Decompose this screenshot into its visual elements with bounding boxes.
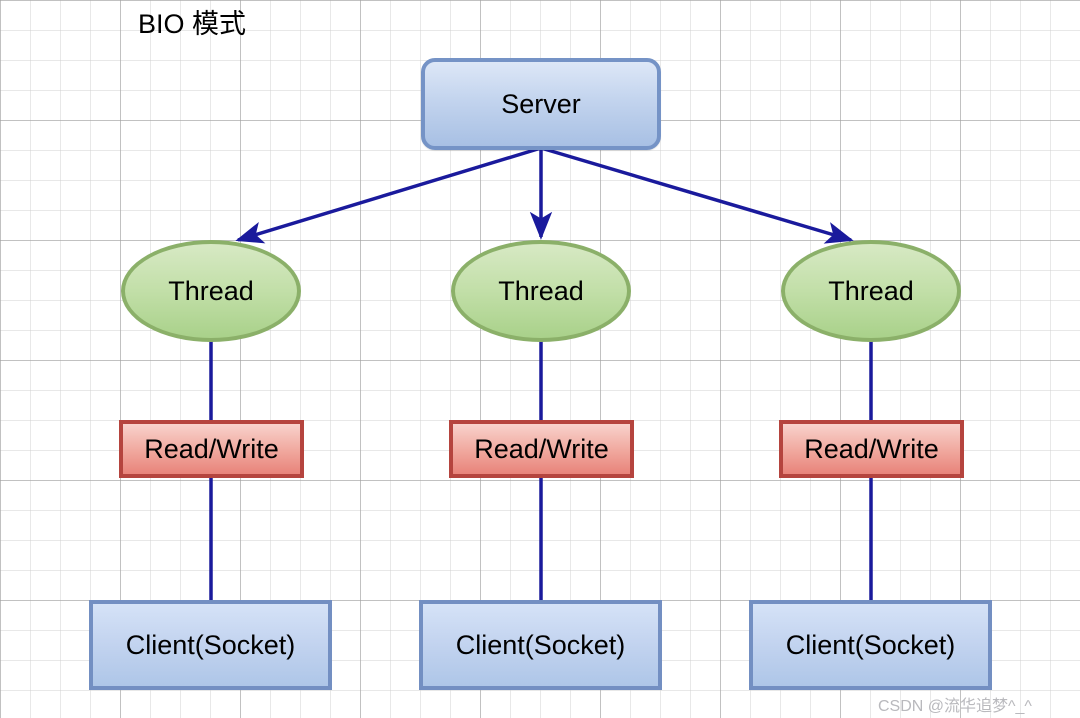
node-client-3-label: Client(Socket) xyxy=(785,629,956,660)
node-readwrite-3-label: Read/Write xyxy=(804,433,939,464)
node-readwrite-3[interactable]: Read/Write xyxy=(779,420,964,478)
node-client-1-label: Client(Socket) xyxy=(125,629,296,660)
node-client-2-label: Client(Socket) xyxy=(455,629,626,660)
watermark: CSDN @流华追梦^_^ xyxy=(878,698,1032,715)
node-readwrite-1-label: Read/Write xyxy=(144,433,279,464)
node-thread-2-label: Thread xyxy=(498,275,584,306)
node-client-3[interactable]: Client(Socket) xyxy=(749,600,992,690)
node-readwrite-2[interactable]: Read/Write xyxy=(449,420,634,478)
node-thread-1[interactable]: Thread xyxy=(121,240,301,342)
node-thread-2[interactable]: Thread xyxy=(451,240,631,342)
node-server[interactable]: Server xyxy=(421,58,661,150)
node-readwrite-2-label: Read/Write xyxy=(474,433,609,464)
edge-server-thread-3 xyxy=(540,146,854,244)
edge-server-thread-1 xyxy=(235,146,542,244)
node-thread-1-label: Thread xyxy=(168,275,254,306)
node-server-label: Server xyxy=(501,88,581,119)
node-readwrite-1[interactable]: Read/Write xyxy=(119,420,304,478)
node-client-1[interactable]: Client(Socket) xyxy=(89,600,332,690)
node-client-2[interactable]: Client(Socket) xyxy=(419,600,662,690)
diagram-title: BIO 模式 xyxy=(138,9,247,39)
node-thread-3-label: Thread xyxy=(828,275,914,306)
node-thread-3[interactable]: Thread xyxy=(781,240,961,342)
